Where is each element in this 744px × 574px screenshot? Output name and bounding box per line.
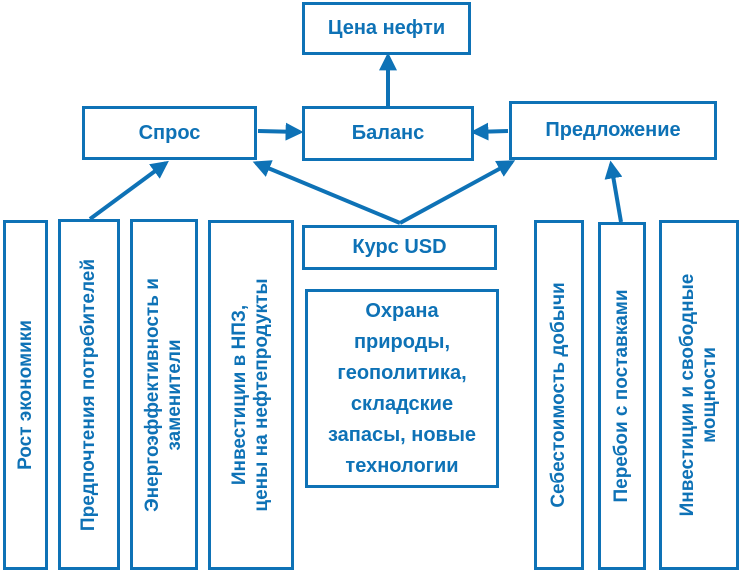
economy-growth-node: Рост экономики: [3, 220, 48, 570]
supply-disruption-node: Перебои с поставками: [598, 222, 646, 570]
other-factors-node: Охрана природы, геополитика, складские з…: [305, 289, 499, 488]
arrow-disruption-to-supply: [604, 160, 623, 223]
demand-label: Спрос: [138, 121, 201, 144]
balance-node: Баланс: [302, 106, 474, 161]
economy-growth-text: Рост экономики: [15, 320, 37, 470]
arrow-consumer-to-demand: [88, 160, 169, 221]
other-factors-line: технологии: [345, 454, 459, 477]
consumer-preferences-line: Предпочтения потребителей: [78, 258, 99, 531]
economy-growth-line: Рост экономики: [14, 320, 36, 470]
refinery-investment-line: цены на нефтепродукты: [251, 278, 272, 512]
other-factors-text: Охрана природы, геополитика, складские з…: [328, 296, 476, 482]
production-cost-line: Себестоимость добычи: [548, 282, 569, 508]
refinery-investment-node: Инвестиции в НПЗ, цены на нефтепродукты: [208, 220, 294, 570]
refinery-investment-text: Инвестиции в НПЗ, цены на нефтепродукты: [229, 278, 273, 511]
spare-capacity-node: Инвестиции и свободные мощности: [659, 220, 739, 570]
other-factors-line: Охрана: [365, 299, 439, 322]
energy-efficiency-line: Энергоэффективность и: [142, 277, 163, 512]
spare-capacity-text: Инвестиции и свободные мощности: [677, 274, 721, 517]
arrow-supply-to-balance: [470, 122, 509, 141]
energy-efficiency-line: заменители: [164, 338, 185, 451]
production-cost-node: Себестоимость добычи: [534, 220, 584, 570]
energy-efficiency-node: Энергоэффективность и заменители: [130, 219, 198, 570]
arrow-demand-to-balance: [257, 122, 304, 141]
arrow-usd-to-demand: [252, 160, 401, 225]
consumer-preferences-text: Предпочтения потребителей: [78, 258, 100, 530]
price-node: Цена нефти: [302, 2, 471, 55]
spare-capacity-line: Инвестиции и свободные: [677, 273, 698, 517]
energy-efficiency-text: Энергоэффективность и заменители: [142, 278, 186, 512]
other-factors-line: складские: [350, 392, 454, 415]
other-factors-line: запасы, новые: [327, 423, 477, 446]
other-factors-line: геополитика,: [337, 361, 467, 384]
demand-node: Спрос: [82, 106, 257, 160]
refinery-investment-line: Инвестиции в НПЗ,: [229, 304, 250, 486]
consumer-preferences-node: Предпочтения потребителей: [58, 219, 120, 570]
supply-disruption-line: Перебои с поставками: [611, 289, 632, 503]
usd-label: Курс USD: [352, 236, 447, 258]
production-cost-text: Себестоимость добычи: [548, 282, 570, 507]
supply-label: Предложение: [545, 119, 681, 141]
supply-disruption-text: Перебои с поставками: [611, 289, 633, 502]
price-label: Цена нефти: [327, 17, 446, 39]
arrow-usd-to-supply: [399, 160, 516, 225]
spare-capacity-line: мощности: [699, 347, 720, 443]
balance-label: Баланс: [351, 122, 425, 144]
other-factors-line: природы,: [353, 330, 451, 353]
usd-node: Курс USD: [302, 225, 497, 270]
supply-node: Предложение: [509, 101, 717, 160]
